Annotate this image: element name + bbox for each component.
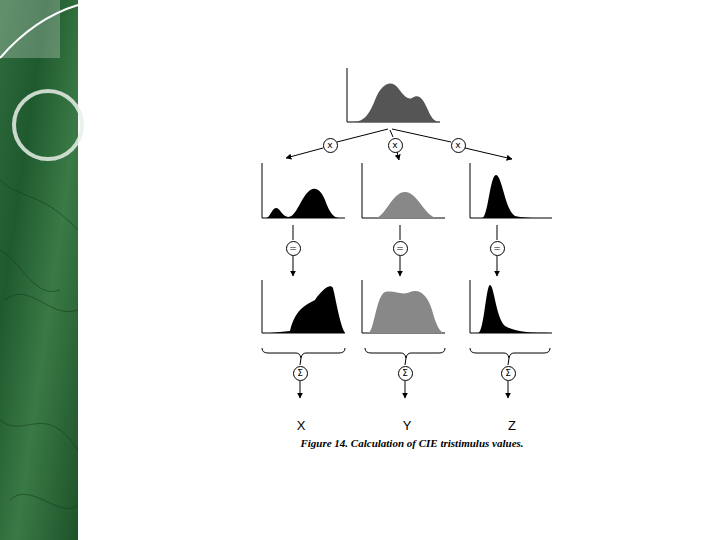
operator-symbol: = (396, 244, 404, 253)
equals-circle: = (286, 241, 301, 256)
operator-symbol: x (327, 141, 332, 150)
sum-circle: Σ (293, 366, 308, 381)
operator-symbol: x (392, 141, 397, 150)
matching-functions (262, 163, 552, 218)
tristimulus-label: X (297, 418, 306, 433)
equals-circle: = (393, 241, 408, 256)
operator-symbol: Σ (297, 369, 303, 378)
corner-arc (0, 5, 78, 58)
sum-circle: Σ (398, 366, 413, 381)
equals-circle: = (490, 241, 505, 256)
operator-symbol: = (493, 244, 501, 253)
operator-symbol: Σ (505, 369, 511, 378)
deco-ring (14, 91, 82, 159)
source-spectrum (347, 68, 440, 122)
multiply-circle: x (323, 138, 338, 153)
side-bar (0, 0, 78, 540)
operator-symbol: Σ (402, 369, 408, 378)
operator-symbol: x (455, 141, 460, 150)
product-spectra (262, 280, 552, 333)
equals-arrows (293, 225, 497, 276)
multiply-circle: x (388, 138, 403, 153)
operator-symbol: = (289, 244, 297, 253)
multiply-circle: x (451, 138, 466, 153)
branch-arrows (286, 129, 512, 160)
sum-arrows (300, 358, 509, 398)
tristimulus-label: Y (403, 418, 412, 433)
figure-caption: Figure 14. Calculation of CIE tristimulu… (300, 437, 523, 449)
sum-brackets (262, 348, 550, 358)
tristimulus-label: Z (508, 418, 516, 433)
marble-veins (0, 180, 78, 508)
sum-circle: Σ (501, 366, 516, 381)
